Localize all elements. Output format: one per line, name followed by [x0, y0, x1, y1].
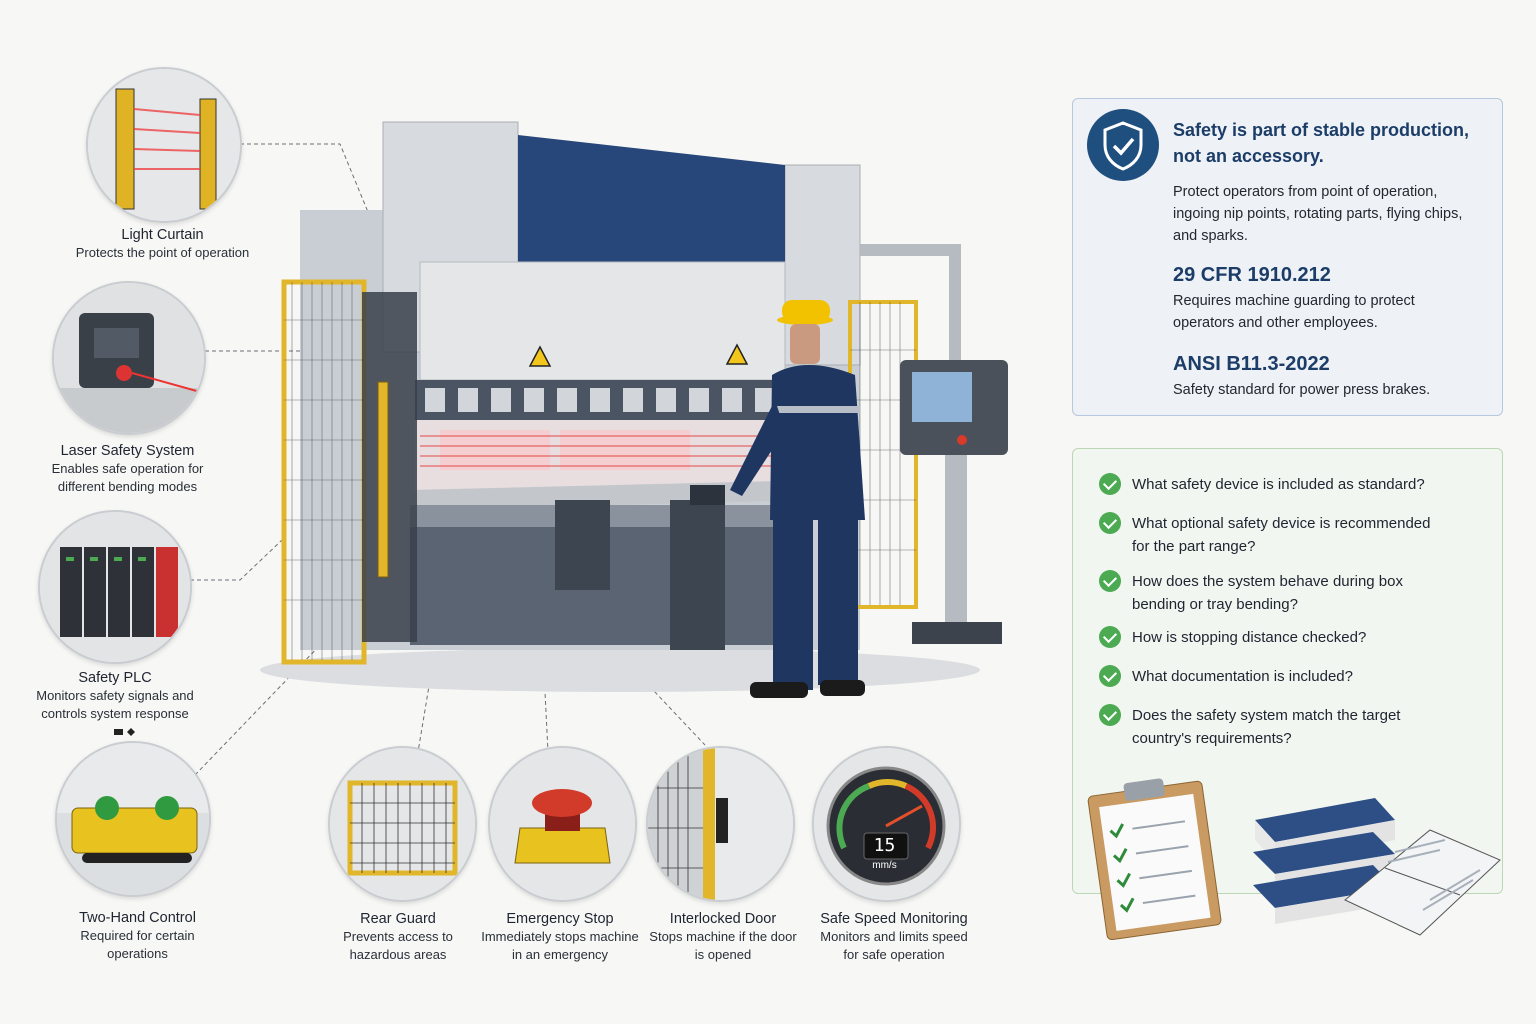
safety-plc-title: Safety PLC — [78, 670, 152, 686]
interlocked-door-desc-1: Stops machine if the door — [649, 929, 797, 944]
manuals-icon — [1253, 798, 1501, 936]
checklist-line: What optional safety device is recommend… — [1132, 515, 1431, 532]
emergency-stop-desc-2: in an emergency — [511, 947, 609, 962]
emergency-stop-desc-1: Immediately stops machine — [481, 929, 639, 944]
checklist-line: bending or tray bending? — [1132, 596, 1298, 613]
safety-plc-image — [38, 510, 192, 664]
emergency-stop-image — [488, 746, 637, 902]
checklist-line: for the part range? — [1132, 538, 1256, 555]
speed-monitoring-desc-1: Monitors and limits speed — [820, 929, 968, 944]
light-curtain-desc: Protects the point of operation — [75, 245, 250, 260]
two-hand-control-label: Two-Hand Control Required for certain op… — [35, 909, 240, 963]
safety-plc-label: Safety PLC Monitors safety signals and c… — [10, 669, 220, 723]
speed-gauge-unit: mm/s — [872, 860, 897, 871]
standard-desc-2: Safety standard for power press brakes. — [1173, 382, 1431, 398]
two-hand-control-title: Two-Hand Control — [79, 910, 196, 926]
interlocked-door-label: Interlocked Door Stops machine if the do… — [643, 910, 803, 964]
speed-monitoring-desc-2: for safe operation — [843, 947, 945, 962]
checklist-line: Does the safety system match the target — [1132, 707, 1401, 724]
light-curtain-image — [86, 67, 242, 223]
panel-intro-line-2: ingoing nip points, rotating parts, flyi… — [1173, 206, 1463, 222]
checklist-item-text: Does the safety system match the target … — [1132, 704, 1482, 750]
emergency-stop-label: Emergency Stop Immediately stops machine… — [476, 910, 644, 964]
rear-guard-title: Rear Guard — [360, 911, 436, 927]
check-circle-icon — [1099, 512, 1121, 534]
checklist-item-text: How does the system behave during box be… — [1132, 570, 1482, 616]
checklist-item-text: What optional safety device is recommend… — [1132, 512, 1482, 558]
safety-info-panel: Safety is part of stable production, not… — [1072, 98, 1503, 416]
checklist-item-text: How is stopping distance checked? — [1132, 626, 1482, 649]
standard-desc-1-line-2: operators and other employees. — [1173, 315, 1378, 331]
interlocked-door-title: Interlocked Door — [669, 911, 777, 927]
rear-guard-label: Rear Guard Prevents access to hazardous … — [318, 910, 478, 964]
panel-headline-line-1: Safety is part of stable production, — [1173, 120, 1470, 140]
laser-safety-desc-2: different bending modes — [57, 479, 198, 494]
two-hand-control-desc-1: Required for certain — [80, 928, 195, 943]
shield-check-icon — [1087, 109, 1159, 181]
check-circle-icon — [1099, 473, 1121, 495]
two-hand-control-desc-2: operations — [107, 946, 168, 961]
safety-plc-desc-2: controls system response — [41, 706, 189, 721]
panel-intro: Protect operators from point of operatio… — [1173, 181, 1493, 247]
panel-headline-line-2: not an accessory. — [1173, 146, 1324, 166]
check-circle-icon — [1099, 570, 1121, 592]
laser-safety-desc-1: Enables safe operation for — [51, 461, 204, 476]
clipboard-icon — [1087, 778, 1222, 940]
two-hand-control-image — [55, 741, 211, 897]
laser-safety-title: Laser Safety System — [60, 443, 195, 459]
checklist-line: What safety device is included as standa… — [1132, 476, 1425, 493]
speed-monitoring-label: Safe Speed Monitoring Monitors and limit… — [806, 910, 982, 964]
standard-code-2: ANSI B11.3-2022 — [1173, 353, 1330, 375]
check-circle-icon — [1099, 704, 1121, 726]
panel-intro-line-1: Protect operators from point of operatio… — [1173, 184, 1438, 200]
safety-plc-desc-1: Monitors safety signals and — [36, 688, 194, 703]
rear-guard-desc-2: hazardous areas — [349, 947, 447, 962]
connector-icon — [114, 728, 135, 736]
laser-safety-label: Laser Safety System Enables safe operati… — [10, 442, 245, 496]
checklist-item-text: What safety device is included as standa… — [1132, 473, 1482, 496]
checklist-line: country's requirements? — [1132, 730, 1292, 747]
checklist-line: How is stopping distance checked? — [1132, 629, 1367, 646]
panel-intro-line-3: and sparks. — [1173, 228, 1248, 244]
interlocked-door-desc-2: is opened — [694, 947, 752, 962]
check-circle-icon — [1099, 665, 1121, 687]
light-curtain-label: Light Curtain Protects the point of oper… — [30, 226, 295, 262]
light-curtain-title: Light Curtain — [121, 227, 204, 243]
interlocked-door-image — [646, 746, 795, 902]
press-brake-illustration — [260, 121, 1008, 698]
standard-code-1: 29 CFR 1910.212 — [1173, 264, 1331, 286]
rear-guard-desc-1: Prevents access to — [343, 929, 453, 944]
speed-gauge-value: 15 — [873, 835, 896, 856]
emergency-stop-title: Emergency Stop — [506, 911, 614, 927]
speed-monitoring-title: Safe Speed Monitoring — [820, 911, 968, 927]
checklist-line: How does the system behave during box — [1132, 573, 1403, 590]
laser-safety-image — [52, 281, 206, 435]
speed-gauge-image — [812, 746, 961, 902]
checklist-line: What documentation is included? — [1132, 668, 1353, 685]
rear-guard-image — [328, 746, 477, 902]
standard-desc-1-line-1: Requires machine guarding to protect — [1173, 293, 1415, 309]
checklist-item-text: What documentation is included? — [1132, 665, 1482, 688]
check-circle-icon — [1099, 626, 1121, 648]
panel-headline: Safety is part of stable production, not… — [1173, 117, 1493, 169]
standard-desc-1: Requires machine guarding to protect ope… — [1173, 290, 1493, 334]
